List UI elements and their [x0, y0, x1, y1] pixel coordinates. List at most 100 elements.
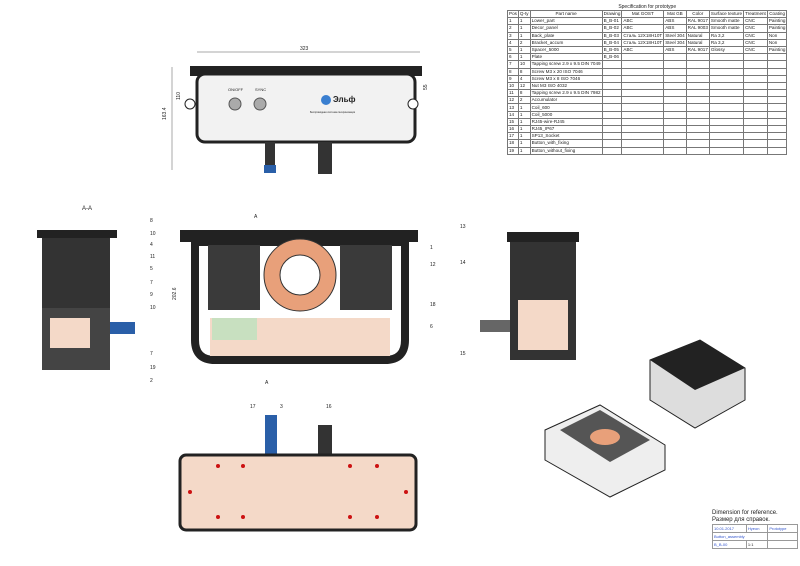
label: 16 [326, 404, 332, 410]
table-cell: Non [766, 31, 788, 40]
spec-header: Surface texture [708, 9, 745, 19]
table-cell [685, 74, 710, 83]
table-cell [766, 96, 788, 105]
table-cell [621, 74, 665, 83]
table-cell [743, 60, 768, 69]
table-cell [663, 124, 687, 134]
spec-header: Part name [529, 9, 603, 19]
table-cell: Glossy [708, 45, 745, 55]
table-cell: 16 [507, 124, 519, 134]
table-cell: B_B-01 [601, 17, 623, 26]
label: A [254, 214, 258, 220]
isometric-view-closed [649, 339, 746, 429]
table-cell [621, 53, 665, 62]
author: Hyeon [745, 524, 769, 533]
table-cell [743, 139, 768, 148]
table-cell [621, 96, 665, 105]
table-cell: 10 [507, 81, 519, 91]
spec-header: Pos [507, 9, 519, 19]
table-cell [743, 110, 768, 119]
table-cell: Natural [685, 31, 710, 40]
label: 4 [150, 242, 153, 248]
spec-header: Color [685, 9, 710, 19]
on-off-button[interactable] [228, 97, 242, 111]
table-cell [685, 89, 710, 98]
rj45-connector [264, 165, 276, 173]
table-cell: Steel 304 [663, 38, 687, 47]
drawing-code: B_B-00 [712, 540, 747, 549]
label: 3 [280, 404, 283, 410]
table-cell: Smooth matte [708, 17, 745, 26]
table-cell: B_B-06 [601, 53, 623, 62]
accumulator-right [340, 245, 392, 310]
label: A [265, 380, 269, 386]
table-cell: CNC [743, 38, 768, 47]
table-cell: 8 [517, 89, 531, 98]
table-cell [601, 146, 623, 155]
table-cell: 5 [507, 45, 519, 55]
table-cell [621, 124, 665, 134]
table-cell [685, 132, 710, 141]
table-cell [766, 53, 788, 62]
table-cell [663, 60, 687, 69]
table-cell: Tapping screw 2.9 x 9.5 DIN 7982 [529, 89, 603, 98]
table-cell [621, 117, 665, 127]
table-cell [601, 74, 623, 83]
label: 9 [150, 292, 153, 298]
table-cell: 11 [507, 89, 519, 98]
table-cell: Button_without_fixing [529, 146, 603, 155]
table-cell [743, 103, 768, 112]
table-cell: Painting [766, 45, 788, 55]
table-cell [601, 139, 623, 148]
table-cell: Nut M3 ISO 4032 [529, 81, 603, 91]
table-cell: 1 [517, 132, 531, 141]
spec-header: Treatment [743, 9, 768, 19]
table-cell [685, 67, 710, 76]
table-cell [708, 67, 745, 76]
table-cell: Back_plate [529, 31, 603, 40]
table-cell [743, 53, 768, 62]
table-cell: Painting [766, 24, 788, 33]
table-cell [621, 132, 665, 141]
table-cell: 1 [517, 17, 531, 26]
label: 10 [150, 305, 156, 311]
table-cell [708, 124, 745, 134]
table-cell: Lower_part [529, 17, 603, 26]
bottom-view [178, 415, 418, 532]
table-cell [601, 89, 623, 98]
section-aa-view: A-A [37, 206, 135, 370]
table-cell [601, 117, 623, 127]
table-cell [743, 74, 768, 83]
table-cell [766, 81, 788, 91]
dim-height-main: 202.6 [172, 287, 178, 300]
table-cell: Non [766, 38, 788, 47]
table-cell [621, 110, 665, 119]
table-cell: 4 [507, 38, 519, 47]
table-cell: 17 [507, 132, 519, 141]
table-cell [743, 67, 768, 76]
spec-header: Coating [766, 9, 788, 19]
table-cell [766, 124, 788, 134]
table-cell: Plate [529, 53, 603, 62]
table-cell [685, 60, 710, 69]
table-cell: 1 [517, 31, 531, 40]
side-view [480, 232, 579, 360]
table-cell [743, 124, 768, 134]
table-cell [601, 67, 623, 76]
sync-button[interactable] [253, 97, 267, 111]
table-cell: Tapping screw 2.9 x 9.5 DIN 7049 [529, 60, 603, 69]
table-cell [685, 53, 710, 62]
dim-port: 55 [423, 84, 429, 90]
